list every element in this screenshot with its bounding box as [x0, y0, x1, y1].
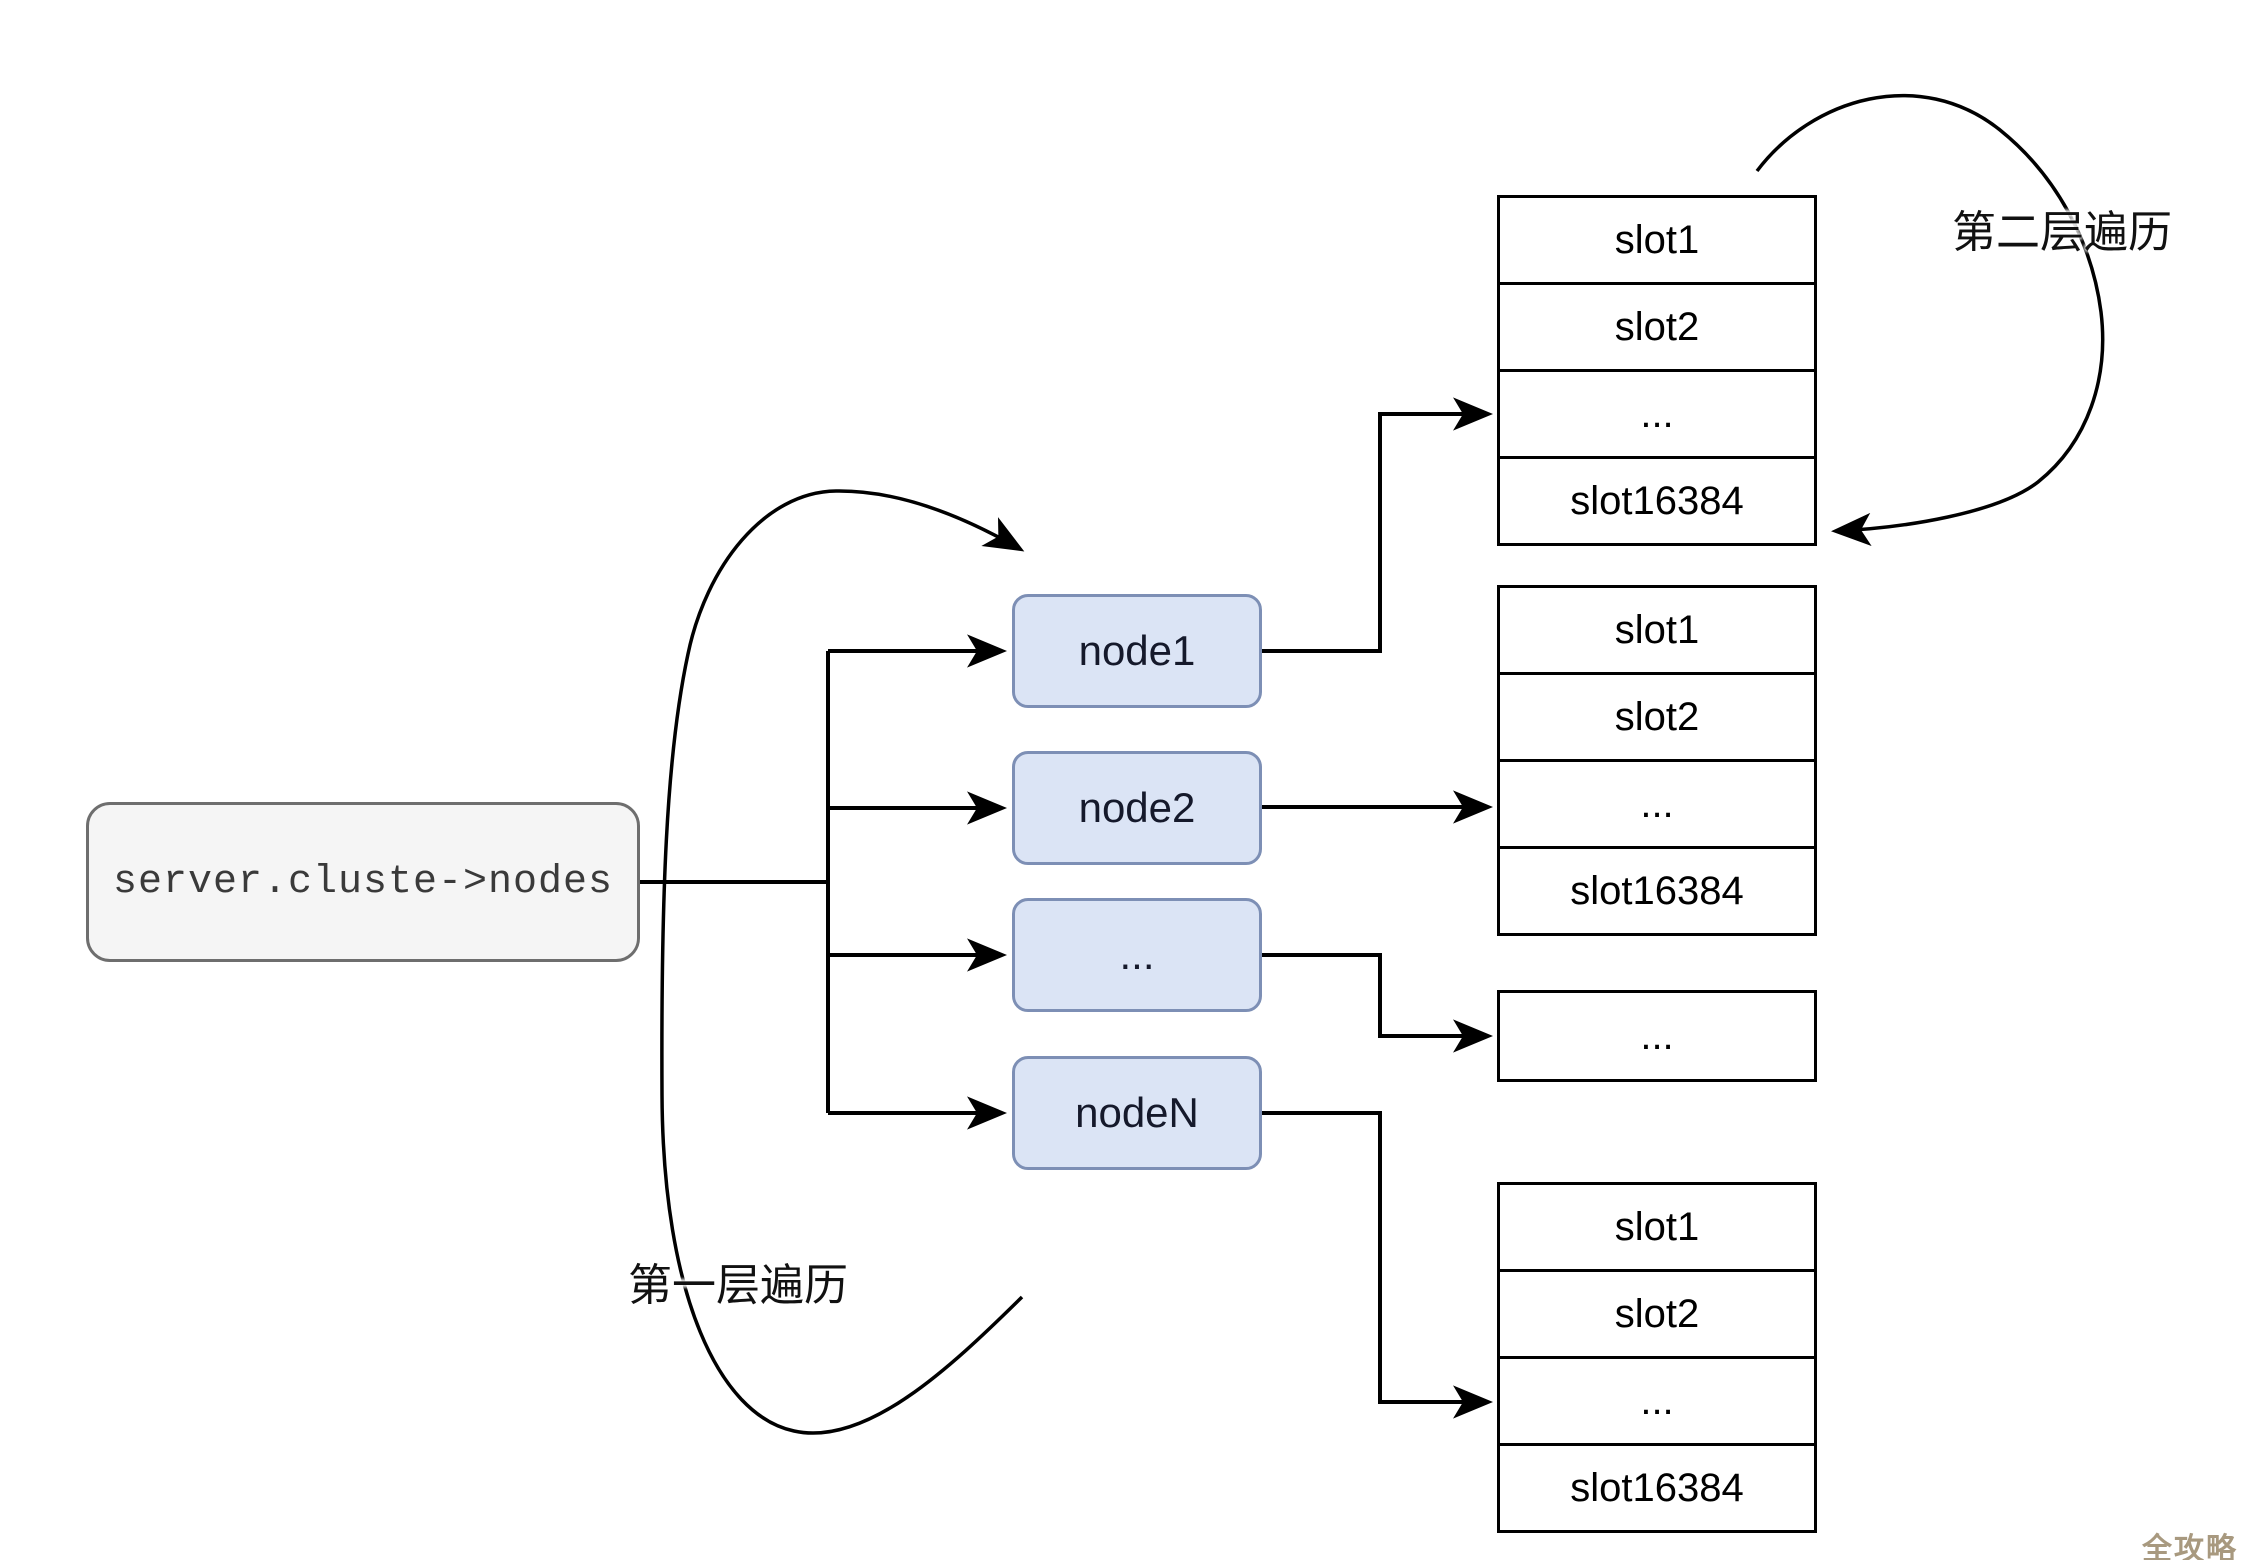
- table-row: slot1: [1614, 1204, 1700, 1249]
- first-layer-traversal-label: 第一层遍历: [628, 1261, 848, 1310]
- node-ellipsis-label: ...: [1119, 931, 1155, 978]
- table-row: slot16384: [1500, 456, 1814, 543]
- table-row: slot2: [1500, 1269, 1814, 1356]
- second-layer-traversal-label: 第二层遍历: [1952, 208, 2172, 257]
- table-row: ...: [1500, 759, 1814, 846]
- table-row: slot2: [1500, 282, 1814, 369]
- second-layer-traversal-curve: [1755, 93, 2105, 547]
- server-cluster-nodes-label: server.cluste->nodes: [112, 859, 614, 905]
- arrow-node1-to-stack1: [1262, 397, 1493, 653]
- node1-label: node1: [1078, 627, 1196, 674]
- slot-table-2: slot1 slot2 ... slot16384: [1497, 585, 1817, 936]
- nodeN-box: nodeN: [1012, 1056, 1262, 1170]
- table-row: ...: [1500, 1356, 1814, 1443]
- table-row: slot16384: [1500, 846, 1814, 933]
- node2-label: node2: [1078, 784, 1196, 831]
- arrow-ellipsis-to-single: [1262, 953, 1493, 1053]
- slot-table-3: slot1 slot2 ... slot16384: [1497, 1182, 1817, 1533]
- table-row: slot16384: [1500, 1443, 1814, 1530]
- arrow-nodeN-to-stack3: [1262, 1111, 1493, 1419]
- nodeN-label: nodeN: [1075, 1089, 1199, 1136]
- node-ellipsis-box: ...: [1012, 898, 1262, 1012]
- slot-table-1: slot1 slot2 ... slot16384: [1497, 195, 1817, 546]
- node2-box: node2: [1012, 751, 1262, 865]
- table-row: slot1: [1614, 217, 1700, 262]
- slot-table-ellipsis: ...: [1497, 990, 1817, 1082]
- first-layer-traversal-curve: [660, 489, 1025, 1435]
- table-row: ...: [1500, 369, 1814, 456]
- watermark-text: 全攻略: [2142, 1533, 2238, 1560]
- table-row: slot1: [1614, 607, 1700, 652]
- table-row: ...: [1640, 1013, 1674, 1058]
- table-row: slot2: [1500, 672, 1814, 759]
- server-cluster-nodes-box: server.cluste->nodes: [86, 802, 640, 962]
- node1-box: node1: [1012, 594, 1262, 708]
